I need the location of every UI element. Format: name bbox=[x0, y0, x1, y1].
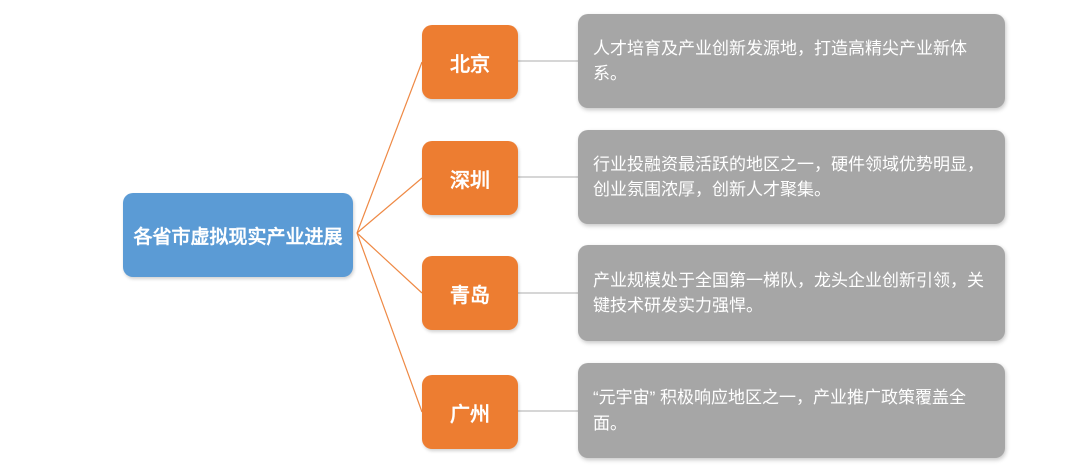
root-branch-connector-line bbox=[356, 232, 423, 294]
branch-node-label: 深圳 bbox=[450, 169, 490, 192]
description-text: “元宇宙” 积极响应地区之一，产业推广政策覆盖全面。 bbox=[593, 388, 967, 433]
description-text: 产业规模处于全国第一梯队，龙头企业创新引领，关键技术研发实力强悍。 bbox=[593, 270, 984, 316]
description-box-qingdao: 产业规模处于全国第一梯队，龙头企业创新引领，关键技术研发实力强悍。 bbox=[578, 245, 1005, 341]
branch-node-qingdao: 青岛 bbox=[422, 256, 518, 330]
root-branch-connector-line bbox=[356, 177, 423, 234]
branch-node-beijing: 北京 bbox=[422, 25, 518, 99]
description-box-shenzhen: 行业投融资最活跃的地区之一，硬件领域优势明显，创业氛围浓厚，创新人才聚集。 bbox=[578, 130, 1005, 224]
description-box-beijing: 人才培育及产业创新发源地，打造高精尖产业新体系。 bbox=[578, 14, 1005, 108]
branch-node-label: 青岛 bbox=[450, 284, 490, 307]
description-text: 行业投融资最活跃的地区之一，硬件领域优势明显，创业氛围浓厚，创新人才聚集。 bbox=[593, 154, 984, 200]
branch-node-label: 广州 bbox=[450, 403, 490, 426]
branch-node-guangzhou: 广州 bbox=[422, 375, 518, 449]
root-node-label: 各省市虚拟现实产业进展 bbox=[133, 226, 343, 248]
description-box-guangzhou: “元宇宙” 积极响应地区之一，产业推广政策覆盖全面。 bbox=[578, 363, 1005, 458]
root-branch-connector-line bbox=[356, 232, 423, 413]
branch-node-shenzhen: 深圳 bbox=[422, 141, 518, 215]
root-branch-connector-line bbox=[356, 61, 423, 234]
description-text: 人才培育及产业创新发源地，打造高精尖产业新体系。 bbox=[593, 38, 967, 84]
branch-node-label: 北京 bbox=[450, 53, 490, 76]
root-node-title: 各省市虚拟现实产业进展 bbox=[123, 193, 353, 277]
